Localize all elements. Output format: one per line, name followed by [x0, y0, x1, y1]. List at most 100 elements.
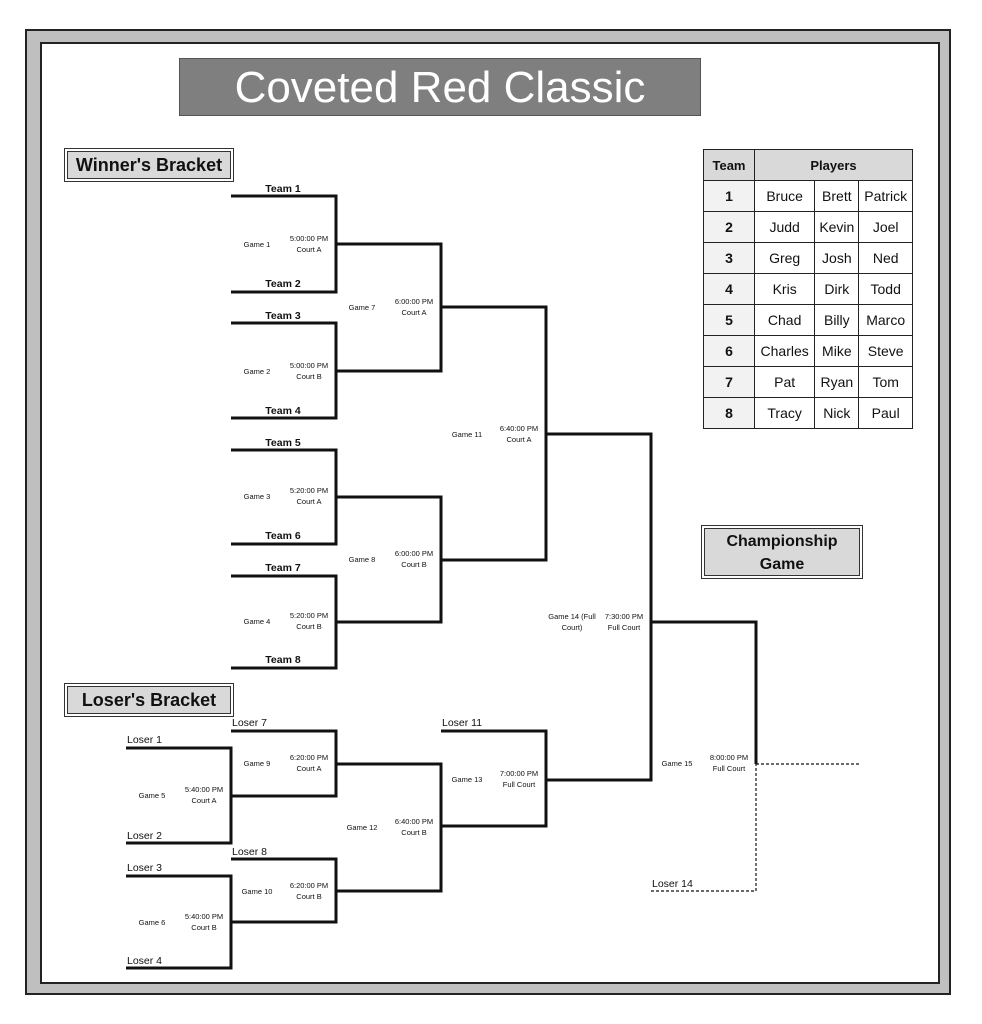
- game-name: Game 2: [244, 367, 271, 376]
- game-court: Court B: [296, 622, 321, 631]
- game-court: Full Court: [713, 764, 746, 773]
- player-name: Kevin: [814, 211, 860, 243]
- player-name: Judd: [753, 211, 816, 243]
- game-court: Court B: [401, 560, 426, 569]
- player-name: Bruce: [753, 180, 816, 212]
- player-name: Paul: [858, 397, 913, 429]
- game-court: Court A: [296, 764, 321, 773]
- team-number: 1: [703, 180, 755, 212]
- players-column-header: Players: [754, 149, 913, 181]
- player-name: Ned: [858, 242, 913, 274]
- game-court: Court B: [296, 372, 321, 381]
- game-name: Game 9: [244, 759, 271, 768]
- game-name: Game 4: [244, 617, 271, 626]
- game-name: Game 11: [452, 430, 482, 439]
- game-time: 6:40:00 PM: [500, 424, 538, 433]
- championship-dashed-lines: [651, 763, 860, 892]
- team-label: Team 7: [265, 562, 301, 574]
- page-title: Coveted Red Classic: [179, 58, 701, 116]
- team-label: Team 6: [265, 530, 301, 542]
- game-court: Court A: [191, 796, 216, 805]
- game-time: 6:40:00 PM: [395, 817, 433, 826]
- game-court: Court B: [191, 923, 216, 932]
- game-name: Game 15: [662, 759, 693, 768]
- game-time: 5:20:00 PM: [290, 486, 328, 495]
- team-column-header: Team: [703, 149, 755, 181]
- team-label: Team 3: [265, 310, 301, 322]
- game-15-top-bracket: [651, 620, 758, 764]
- losers-bracket-label: Loser's Bracket: [64, 683, 234, 717]
- player-name: Tracy: [753, 397, 816, 429]
- team-label: Team 1: [265, 183, 301, 195]
- game-name: Game 1: [244, 240, 271, 249]
- game-time: 5:00:00 PM: [290, 361, 328, 370]
- game-court: Court B: [296, 892, 321, 901]
- game-name: Game 12: [347, 823, 378, 832]
- game-name-continued: Court): [562, 623, 583, 632]
- game-name: Game 8: [349, 555, 376, 564]
- player-name: Mike: [814, 335, 860, 367]
- game-name: Game 14 (Full: [548, 612, 596, 621]
- game-name: Game 6: [139, 918, 166, 927]
- player-name: Dirk: [814, 273, 860, 305]
- player-name: Ryan: [814, 366, 860, 398]
- game-name: Game 13: [452, 775, 483, 784]
- team-label: Team 2: [265, 278, 301, 290]
- loser-label: Loser 8: [232, 846, 267, 858]
- players-table-header: Team Players: [703, 149, 913, 181]
- player-name: Chad: [753, 304, 816, 336]
- team-number: 7: [703, 366, 755, 398]
- player-name: Marco: [858, 304, 913, 336]
- winners-bracket-label: Winner's Bracket: [64, 148, 234, 182]
- team-label: Team 5: [265, 437, 301, 449]
- game-15-bottom-bracket: [651, 764, 757, 892]
- player-name: Kris: [753, 273, 816, 305]
- loser-label: Loser 1: [127, 734, 162, 746]
- game-court: Court A: [506, 435, 531, 444]
- game-time: 6:00:00 PM: [395, 549, 433, 558]
- player-name: Joel: [858, 211, 913, 243]
- game-court: Court A: [296, 497, 321, 506]
- loser-label: Loser 14: [652, 878, 693, 890]
- player-name: Todd: [858, 273, 913, 305]
- loser-label: Loser 2: [127, 830, 162, 842]
- game-time: 5:00:00 PM: [290, 234, 328, 243]
- team-number: 2: [703, 211, 755, 243]
- game-name: Game 7: [349, 303, 376, 312]
- team-label: Team 4: [265, 405, 301, 417]
- game-time: 6:20:00 PM: [290, 881, 328, 890]
- game-time: 8:00:00 PM: [710, 753, 748, 762]
- game-name: Game 5: [139, 791, 166, 800]
- player-name: Nick: [814, 397, 860, 429]
- player-name: Tom: [858, 366, 913, 398]
- game-court: Court B: [401, 828, 426, 837]
- game-court: Court A: [296, 245, 321, 254]
- game-time: 5:40:00 PM: [185, 912, 223, 921]
- team-number: 5: [703, 304, 755, 336]
- game-time: 6:00:00 PM: [395, 297, 433, 306]
- loser-label: Loser 3: [127, 862, 162, 874]
- game-13-bracket: [441, 729, 548, 828]
- game-time: 5:20:00 PM: [290, 611, 328, 620]
- team-number: 8: [703, 397, 755, 429]
- game-name: Game 10: [242, 887, 273, 896]
- loser-label: Loser 4: [127, 955, 162, 967]
- game-name: Game 3: [244, 492, 271, 501]
- championship-game-label: Championship Game: [701, 525, 863, 579]
- team-label: Team 8: [265, 654, 301, 666]
- loser-label: Loser 7: [232, 717, 267, 729]
- player-name: Pat: [753, 366, 816, 398]
- game-court: Full Court: [608, 623, 641, 632]
- game-court: Court A: [401, 308, 426, 317]
- game-time: 6:20:00 PM: [290, 753, 328, 762]
- game-time: 7:00:00 PM: [500, 769, 538, 778]
- game-14-bracket: [546, 432, 653, 782]
